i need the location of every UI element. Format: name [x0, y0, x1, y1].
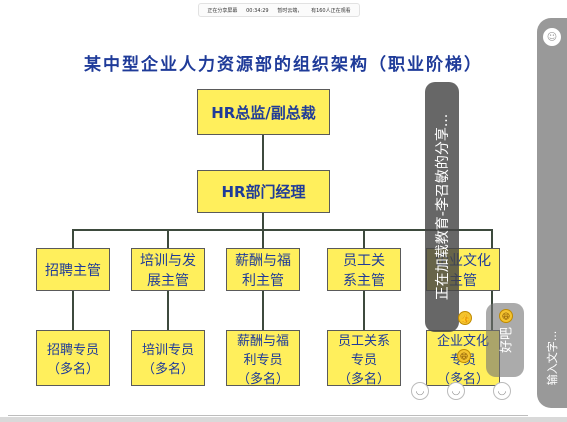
- laugh-emoji-icon: 😆: [499, 309, 513, 323]
- org-box-supervisor: 员工关系主管: [327, 248, 401, 291]
- org-box-specialist: 员工关系专员 （多名）: [327, 330, 401, 387]
- org-box-supervisor: 招聘主管: [36, 248, 110, 291]
- org-box-label: 专员: [350, 352, 377, 368]
- org-box-hr-manager: HR部门经理: [197, 170, 330, 213]
- org-box-specialist: 招聘专员 （多名）: [36, 330, 110, 386]
- org-box-label: （多名）: [46, 362, 99, 377]
- laugh-emoji-icon: 😄: [457, 349, 471, 363]
- connector-col-3: [262, 291, 264, 331]
- live-comment-bubble: 正在加载教育-李召敏的分享...: [425, 82, 459, 332]
- org-box-label: （多名）: [236, 371, 289, 387]
- org-box-label: 招聘主管: [45, 262, 101, 279]
- org-box-label: 薪酬与福: [236, 333, 289, 349]
- share-status-text: 正在分享屏幕: [207, 8, 238, 14]
- org-box-specialist: 薪酬与福利专员 （多名）: [226, 330, 300, 387]
- org-box-label: （多名）: [337, 371, 390, 387]
- connector-drop-3: [262, 229, 264, 249]
- connector-manager-down: [262, 213, 264, 230]
- shared-slide: 某中型企业人力资源部的组织架构（职业阶梯） HR总监/副总裁 HR部门经理 招聘…: [0, 22, 567, 417]
- org-box-label: 企业文化: [436, 333, 489, 349]
- connector-col-1: [72, 291, 74, 331]
- connector-top: [262, 135, 264, 172]
- viewer-count: 有160人正在观看: [311, 8, 351, 14]
- share-timer: 00:34:29: [246, 8, 269, 14]
- org-box-label: 员工关: [343, 252, 385, 269]
- share-status-bar: 正在分享屏幕 00:34:29 暂时云端， 有160人正在观看: [0, 0, 567, 22]
- comment-input-placeholder[interactable]: 输入文字...: [546, 330, 559, 386]
- org-box-specialist: 培训专员 （多名）: [131, 330, 205, 386]
- org-box-label: 系主管: [343, 272, 385, 289]
- connector-drop-4: [363, 229, 365, 249]
- org-box-label: 薪酬与福: [235, 252, 291, 269]
- org-box-label: 培训与发: [140, 252, 196, 269]
- share-stop-text: 暂时云端，: [277, 8, 303, 14]
- connector-horizontal: [72, 229, 492, 231]
- org-box-label: 利专员: [243, 352, 283, 368]
- slide-title: 某中型企业人力资源部的组织架构（职业阶梯）: [84, 55, 483, 75]
- reaction-face-icon[interactable]: ◡: [447, 382, 465, 400]
- org-box-label: （多名）: [436, 371, 489, 387]
- org-box-label: （多名）: [141, 362, 194, 377]
- thumbs-emoji-icon: 👍: [458, 311, 472, 325]
- reaction-face-icon[interactable]: ◡: [411, 382, 429, 400]
- org-box-hr-manager-label: HR部门经理: [221, 183, 306, 201]
- comment-input-rail[interactable]: ☺ 输入文字...: [537, 18, 567, 408]
- org-box-supervisor: 薪酬与福利主管: [226, 248, 300, 291]
- org-box-label: 展主管: [147, 272, 189, 289]
- slide-bottom-divider: [8, 415, 528, 416]
- share-status-pill[interactable]: 正在分享屏幕 00:34:29 暂时云端， 有160人正在观看: [198, 3, 360, 17]
- live-comment-small-text: 好吧: [499, 326, 515, 354]
- org-box-hr-director-label: HR总监/副总裁: [211, 103, 316, 122]
- org-box-label: 招聘专员: [46, 343, 99, 358]
- org-box-hr-director: HR总监/副总裁: [197, 89, 330, 135]
- connector-col-4: [363, 291, 365, 331]
- connector-drop-1: [72, 229, 74, 249]
- live-comment-text: 正在加载教育-李召敏的分享...: [435, 113, 451, 301]
- reaction-face-icon[interactable]: ◡: [493, 382, 511, 400]
- connector-col-2: [167, 291, 169, 331]
- org-box-label: 员工关系: [337, 333, 390, 349]
- org-box-label: 培训专员: [141, 343, 194, 358]
- org-box-label: 利主管: [242, 272, 284, 289]
- connector-drop-2: [167, 229, 169, 249]
- org-box-supervisor: 培训与发展主管: [131, 248, 205, 291]
- connector-drop-5: [491, 229, 493, 249]
- smiley-icon[interactable]: ☺: [543, 28, 561, 46]
